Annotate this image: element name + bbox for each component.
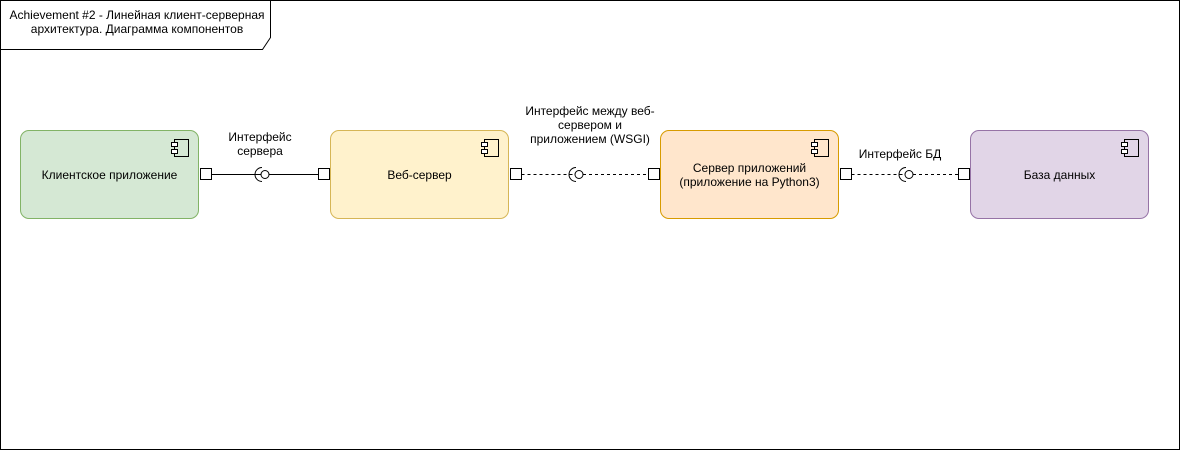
server-interface-socket: [254, 167, 263, 182]
server-interface-ball: [260, 170, 270, 179]
frame-title: Achievement #2 - Линейная клиент-серверн…: [9, 8, 265, 36]
component-web-server[interactable]: Веб-сервер: [330, 130, 509, 219]
database-port: [958, 168, 970, 180]
db-interface-socket: [898, 167, 907, 182]
web-server-port-right: [510, 168, 522, 180]
component-icon: [1121, 139, 1139, 157]
component-app-server[interactable]: Сервер приложений (приложение на Python3…: [660, 130, 839, 219]
component-app-server-label: Сервер приложений (приложение на Python3…: [679, 160, 820, 189]
frame-title-tab: [0, 0, 271, 50]
web-server-port-left: [318, 168, 330, 180]
component-client-label: Клиентское приложение: [41, 167, 178, 182]
component-icon: [481, 139, 499, 157]
wsgi-interface-ball: [574, 170, 584, 179]
wsgi-interface-socket: [568, 167, 577, 182]
interface-server-connector: [200, 167, 330, 182]
interface-server-label: Интерфейс сервера: [228, 130, 292, 158]
component-client[interactable]: Клиентское приложение: [20, 130, 199, 219]
interface-wsgi-connector: [510, 167, 660, 182]
component-icon: [171, 139, 189, 157]
component-database[interactable]: База данных: [970, 130, 1149, 219]
interface-db-connector: [840, 167, 970, 182]
client-port: [200, 168, 212, 180]
interface-wsgi-label: Интерфейс между веб-сервером и приложени…: [525, 104, 655, 146]
component-database-label: База данных: [1023, 167, 1096, 182]
app-server-port-left: [648, 168, 660, 180]
interface-db-label: Интерфейс БД: [858, 147, 942, 161]
db-interface-ball: [904, 170, 914, 179]
component-icon: [811, 139, 829, 157]
component-web-server-label: Веб-сервер: [387, 167, 452, 182]
app-server-port-right: [840, 168, 852, 180]
